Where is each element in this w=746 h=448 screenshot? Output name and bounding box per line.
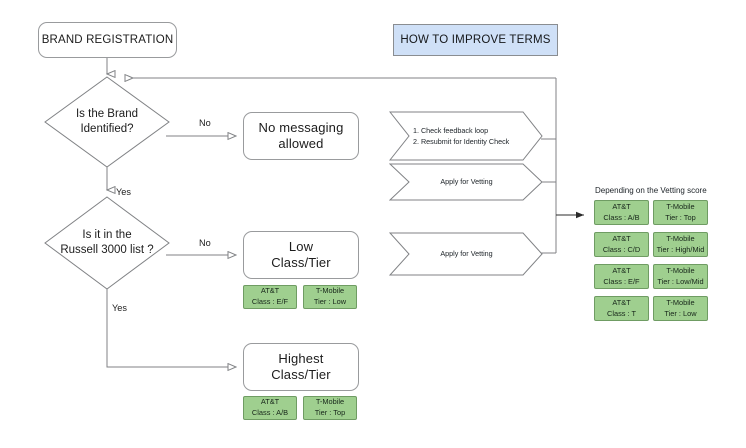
decision-brand-identified-label: Is the Brand Identified?	[44, 76, 170, 168]
decision-russell-3000[interactable]: Is it in the Russell 3000 list ?	[44, 196, 170, 290]
tag-low-att-line1: AT&T	[260, 286, 280, 296]
tag-highest-att-line2: Class : A/B	[251, 408, 289, 417]
no-messaging-line2: allowed	[278, 136, 324, 151]
chevron-feedback-steps[interactable]: 1. Check feedback loop 2. Resubmit for I…	[389, 111, 544, 161]
tag-low-tmobile: T-Mobile Tier : Low	[303, 285, 357, 309]
highest-class-tier-line2: Class/Tier	[271, 367, 331, 382]
chevron2-line1: Apply for Vetting	[440, 177, 493, 187]
edge-label-brand-no: No	[199, 118, 211, 128]
edge-decision2-yes	[106, 289, 236, 367]
chevron-apply-vetting-1-label: Apply for Vetting	[389, 163, 544, 201]
vetting-row-1-att-line1: AT&T	[612, 233, 631, 243]
vetting-row-1-tmobile-line1: T-Mobile	[666, 233, 695, 243]
edge-label-russell-no: No	[199, 238, 211, 248]
chevron1-line1: 1. Check feedback loop	[413, 125, 489, 135]
decision1-line1: Is the Brand	[75, 108, 138, 121]
vetting-row-0-tmobile-line2: Tier : Top	[665, 212, 696, 222]
vetting-row-0-att: AT&T Class : A/B	[594, 200, 649, 225]
decision1-line2: Identified?	[80, 123, 134, 135]
vetting-row-1-att: AT&T Class : C/D	[594, 232, 649, 257]
edge-label-russell-yes: Yes	[112, 303, 127, 313]
decision2-line1: Is it in the	[82, 229, 132, 242]
tag-highest-tmobile-line2: Tier : Top	[314, 408, 346, 417]
tag-low-tmobile-line2: Tier : Low	[313, 297, 347, 306]
vetting-row-2-att-line2: Class : E/F	[603, 276, 640, 286]
tag-highest-att: AT&T Class : A/B	[243, 396, 297, 420]
tag-low-att-line2: Class : E/F	[251, 297, 289, 306]
diamond-shape-icon	[44, 76, 170, 168]
low-class-tier-line2: Class/Tier	[271, 255, 331, 270]
chevron-apply-vetting-2-label: Apply for Vetting	[389, 232, 544, 276]
decision-russell-3000-label: Is it in the Russell 3000 list ?	[44, 196, 170, 290]
vetting-row-3-att-line1: AT&T	[612, 297, 631, 307]
tag-low-att: AT&T Class : E/F	[243, 285, 297, 309]
vetting-row-1-tmobile: T-Mobile Tier : High/Mid	[653, 232, 708, 257]
no-messaging-line1: No messaging	[258, 119, 344, 135]
low-class-tier-line1: Low	[288, 238, 314, 254]
vetting-row-2-att: AT&T Class : E/F	[594, 264, 649, 289]
chevron3-line1: Apply for Vetting	[440, 249, 493, 259]
diamond-shape-icon	[44, 196, 170, 290]
vetting-row-3-tmobile-line2: Tier : Low	[664, 308, 697, 318]
vetting-row-2-tmobile-line1: T-Mobile	[666, 265, 695, 275]
vetting-row-2-tmobile: T-Mobile Tier : Low/Mid	[653, 264, 708, 289]
vetting-row-0-att-line2: Class : A/B	[603, 212, 640, 222]
tag-highest-tmobile: T-Mobile Tier : Top	[303, 396, 357, 420]
vetting-row-3-att: AT&T Class : T	[594, 296, 649, 321]
vetting-row-0-tmobile-line1: T-Mobile	[666, 201, 695, 211]
vetting-row-2-att-line1: AT&T	[612, 265, 631, 275]
chevron-shape-icon	[389, 232, 543, 276]
chevron-apply-vetting-1[interactable]: Apply for Vetting	[389, 163, 544, 201]
highest-class-tier-line1: Highest	[278, 350, 324, 366]
vetting-row-2-tmobile-line2: Tier : Low/Mid	[657, 276, 704, 286]
vetting-score-caption: Depending on the Vetting score	[595, 186, 707, 195]
chevron1-line2: 2. Resubmit for Identity Check	[413, 137, 510, 146]
node-highest-class-tier[interactable]: Highest Class/Tier	[243, 343, 359, 391]
vetting-row-0-tmobile: T-Mobile Tier : Top	[653, 200, 708, 225]
vetting-row-1-att-line2: Class : C/D	[602, 244, 641, 254]
vetting-row-3-tmobile: T-Mobile Tier : Low	[653, 296, 708, 321]
chevron-shape-icon	[389, 111, 543, 161]
tag-low-tmobile-line1: T-Mobile	[315, 286, 345, 296]
decision-brand-identified[interactable]: Is the Brand Identified?	[44, 76, 170, 168]
tag-highest-tmobile-line1: T-Mobile	[315, 397, 345, 407]
node-how-to-improve-terms[interactable]: HOW TO IMPROVE TERMS	[393, 24, 558, 56]
decision2-line2: Russell 3000 list ?	[60, 244, 154, 256]
node-brand-registration[interactable]: BRAND REGISTRATION	[38, 22, 177, 58]
vetting-row-1-tmobile-line2: Tier : High/Mid	[656, 244, 705, 254]
chevron-shape-icon	[389, 163, 543, 201]
chevron-feedback-steps-label: 1. Check feedback loop 2. Resubmit for I…	[389, 111, 568, 161]
chevron-apply-vetting-2[interactable]: Apply for Vetting	[389, 232, 544, 276]
node-low-class-tier[interactable]: Low Class/Tier	[243, 231, 359, 279]
tag-highest-att-line1: AT&T	[260, 397, 280, 407]
edge-label-brand-yes: Yes	[116, 187, 131, 197]
vetting-row-3-att-line2: Class : T	[606, 308, 637, 318]
brand-registration-label: BRAND REGISTRATION	[41, 33, 174, 46]
vetting-row-3-tmobile-line1: T-Mobile	[666, 297, 695, 307]
how-to-improve-terms-label: HOW TO IMPROVE TERMS	[400, 33, 551, 46]
node-no-messaging-allowed[interactable]: No messaging allowed	[243, 112, 359, 160]
vetting-row-0-att-line1: AT&T	[612, 201, 631, 211]
